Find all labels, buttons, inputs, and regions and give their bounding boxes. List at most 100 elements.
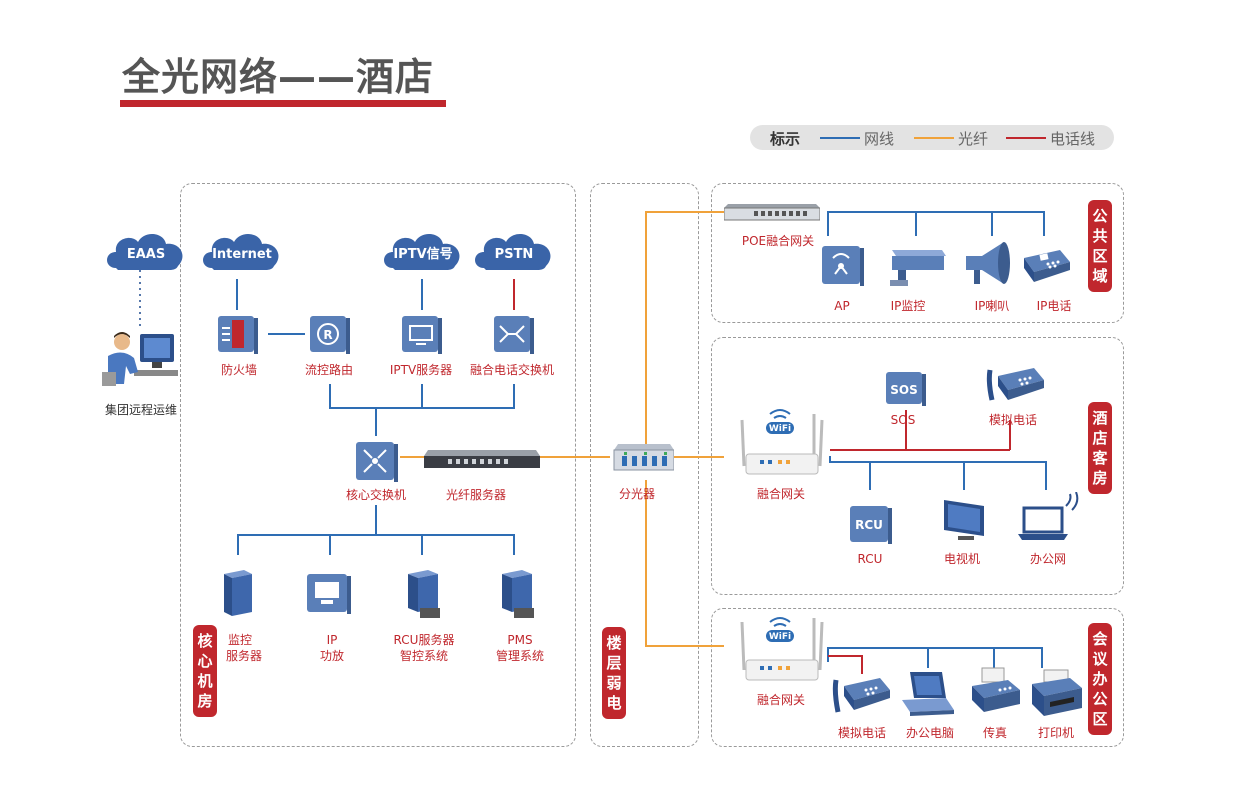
label-rcu: RCU [857,552,883,566]
wire-room-bus [829,456,1047,490]
core-switch-icon [356,442,398,482]
fax-icon [972,667,1020,712]
cloud-label-eaas: EAAS [127,247,165,262]
label-printer: 打印机 [1037,726,1075,740]
wifi-badge-text-2: WiFi [769,632,791,642]
meeting-phone-icon [832,678,890,713]
cloud-label-iptv: IPTV信号 [393,246,452,262]
firewall-icon [218,316,258,354]
label-ip-camera: IP监控 [890,299,926,313]
legend-phone-line [1006,137,1046,139]
legend-phone-label: 电话线 [1050,130,1096,148]
label-tv: 电视机 [943,552,981,566]
pbx-icon [494,316,534,354]
pms-server-icon [502,570,534,618]
poe-gateway-icon [724,204,820,221]
splitter-icon [613,444,674,471]
label-remote: 集团远程运维 [104,403,178,417]
label-pbx: 融合电话交换机 [469,363,555,377]
label-poe-gateway: POE融合网关 [741,234,815,248]
monitor-server-icon [224,570,252,616]
tv-icon [944,500,984,540]
rcu-icon-text: RCU [855,518,883,532]
label-ip-speaker: IP喇叭 [974,299,1010,313]
zone-label-floor: 楼层弱电 [602,627,626,719]
wire-poe-bus [827,211,1045,236]
label-rcu-server-1: RCU服务器 [393,633,455,647]
legend-heading: 标示 [770,130,801,148]
zone-core [180,183,576,747]
fiber-server-icon [424,450,540,468]
legend-fiber-label: 光纤 [958,130,989,148]
label-meeting-phone: 模拟电话 [837,726,887,740]
svg-text:R: R [323,328,332,342]
sos-icon-text: SOS [890,383,918,397]
label-ip-phone: IP电话 [1036,299,1072,313]
label-splitter: 分光器 [618,487,656,501]
office-pc-icon [902,672,954,716]
label-router: 流控路由 [304,363,354,377]
pstn-cloud-icon: PSTN [475,233,551,270]
wifi-badge-text: WiFi [769,424,791,434]
label-ip-amp-2: 功放 [319,649,345,663]
zone-floor [590,183,699,747]
sos-icon: SOS [886,372,926,406]
label-office-net: 办公网 [1029,552,1067,566]
remote-operator-icon [102,332,178,386]
zone-public [711,183,1124,323]
iptv-cloud-icon: IPTV信号 [384,233,460,270]
legend-fiber-line [914,137,954,139]
label-rcu-server-2: 智控系统 [399,649,449,663]
legend: 标示 网线 光纤 电话线 [750,125,1114,150]
zone-label-meeting: 会议办公区 [1088,623,1112,735]
analog-phone-icon [986,368,1044,401]
label-analog-phone: 模拟电话 [988,413,1038,427]
internet-cloud-icon: Internet [203,233,279,270]
cloud-label-pstn: PSTN [495,247,534,262]
zone-label-core: 核心机房 [193,625,217,717]
label-firewall: 防火墙 [220,363,258,377]
label-core-switch: 核心交换机 [345,488,407,502]
label-monitor-server-1: 监控 [227,633,253,647]
ap-icon [822,246,864,286]
label-fax: 传真 [982,726,1008,740]
eaas-cloud-icon: EAAS [107,233,183,270]
label-ip-amp-1: IP [326,633,338,647]
title-underline [120,100,446,107]
iptv-server-icon [402,316,442,354]
fiber-splitter-meeting [645,480,724,647]
label-sos: SOS [890,413,916,427]
room-gateway-icon: WiFi [740,409,824,475]
legend-network-label: 网线 [864,130,895,148]
ip-phone-icon [1024,250,1070,282]
label-monitor-server-2: 服务器 [225,649,263,663]
cloud-label-internet: Internet [212,247,272,262]
label-pms-1: PMS [507,633,533,647]
zone-label-guest: 酒店客房 [1088,402,1112,494]
zone-label-public: 公共区域 [1088,200,1112,292]
label-pms-2: 管理系统 [495,649,545,663]
label-iptv-server: IPTV服务器 [389,363,453,377]
fiber-splitter-poe [645,211,724,445]
zone-meeting [711,608,1124,747]
wire-meeting-bus [827,647,1043,668]
label-fiber-server: 光纤服务器 [445,488,507,502]
wire-meeting-phone [828,655,863,674]
rcu-icon: RCU [850,506,892,544]
ip-amplifier-icon [307,574,351,614]
zone-guest [711,337,1124,595]
label-room-gateway: 融合网关 [756,487,806,501]
label-office-pc: 办公电脑 [905,726,955,740]
printer-icon [1032,669,1082,716]
label-ap: AP [834,299,850,313]
label-meeting-gateway: 融合网关 [756,693,806,707]
office-net-laptop-icon [1018,492,1079,540]
legend-network-line [820,137,860,139]
ip-camera-icon [890,250,946,286]
router-icon: R [310,316,350,354]
rcu-server-icon [408,570,440,618]
ip-speaker-icon [966,242,1010,284]
wire-core-bus [237,534,515,555]
page-title: 全光网络——酒店 [122,55,435,99]
